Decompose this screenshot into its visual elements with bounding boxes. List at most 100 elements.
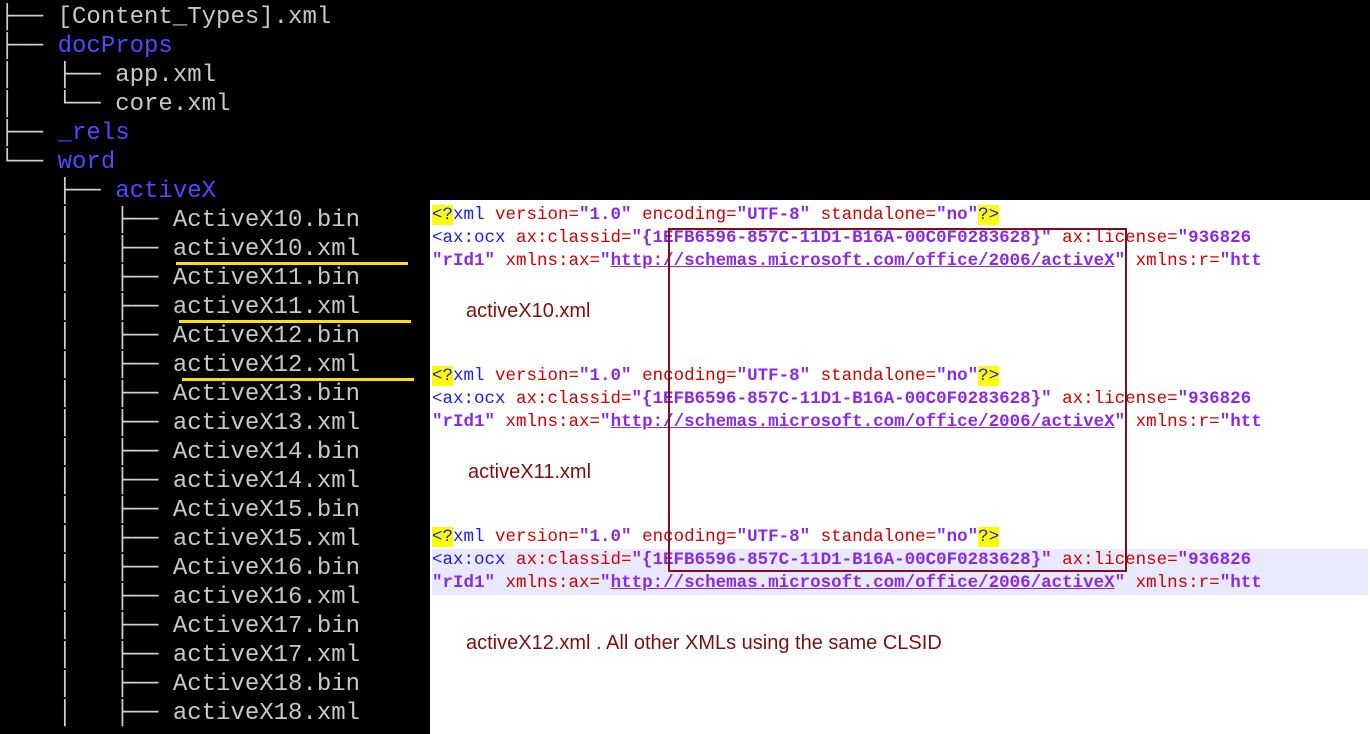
tree-folder-row[interactable]: └── word — [0, 148, 115, 177]
attr-quote: " — [1114, 573, 1126, 593]
attr-value: "936826 — [1177, 550, 1252, 570]
tree-file-row[interactable]: │ ├── ActiveX13.bin — [0, 380, 360, 409]
attr-name: xmlns:ax= — [495, 412, 601, 432]
tree-branch-glyph: │ └── — [0, 91, 116, 118]
attr-name: version= — [484, 205, 580, 225]
tree-file-row[interactable]: │ ├── activeX11.xml — [0, 293, 360, 322]
attr-name: version= — [484, 366, 580, 386]
attr-name: encoding= — [631, 366, 737, 386]
tree-branch-glyph: ├── — [0, 33, 58, 60]
attr-value: "1.0" — [579, 205, 632, 225]
attr-value: "rId1" — [432, 412, 496, 432]
tree-file-row[interactable]: │ ├── activeX13.xml — [0, 409, 360, 438]
tree-folder-row[interactable]: ├── _rels — [0, 119, 130, 148]
file-name: activeX10.xml — [172, 236, 361, 263]
attr-value: "UTF-8" — [736, 205, 811, 225]
tree-branch-glyph: │ ├── — [0, 555, 173, 582]
xml-ocx-line: <ax:ocx ax:classid="{1EFB6596-857C-11D1-… — [432, 388, 1251, 411]
tree-branch-glyph: │ ├── — [0, 439, 173, 466]
tree-branch-glyph: │ ├── — [0, 265, 173, 292]
xml-ocx-line: <ax:ocx ax:classid="{1EFB6596-857C-11D1-… — [432, 227, 1251, 250]
tree-file-row[interactable]: │ ├── ActiveX17.bin — [0, 612, 360, 641]
attr-value: "no" — [936, 366, 979, 386]
caption-activex10: activeX10.xml — [466, 300, 591, 322]
tree-file-row[interactable]: │ ├── activeX14.xml — [0, 467, 360, 496]
caption-activex11: activeX11.xml — [468, 461, 592, 483]
tree-file-row[interactable]: │ ├── activeX12.xml — [0, 351, 360, 380]
tree-file-row[interactable]: │ ├── app.xml — [0, 61, 216, 90]
tree-folder-row[interactable]: ├── activeX — [0, 177, 216, 206]
file-tree-terminal: ├── [Content_Types].xml├── docProps│ ├──… — [0, 0, 430, 734]
attr-value: "1.0" — [579, 527, 632, 547]
tree-branch-glyph: │ ├── — [0, 700, 173, 727]
file-name: activeX14.xml — [172, 468, 361, 495]
tree-branch-glyph: │ ├── — [0, 642, 173, 669]
attr-name: ax:classid= — [505, 550, 632, 570]
attr-quote: " — [1114, 412, 1126, 432]
namespace-link[interactable]: http://schemas.microsoft.com/office/2006… — [610, 251, 1115, 271]
attr-value: "936826 — [1177, 389, 1252, 409]
tree-branch-glyph: │ ├── — [0, 352, 173, 379]
tree-file-row[interactable]: │ ├── activeX10.xml — [0, 235, 360, 264]
tree-file-row[interactable]: │ └── core.xml — [0, 90, 230, 119]
attr-name: standalone= — [810, 366, 937, 386]
file-name: core.xml — [115, 91, 231, 118]
tree-branch-glyph: │ ├── — [0, 236, 173, 263]
tree-file-row[interactable]: │ ├── ActiveX12.bin — [0, 322, 360, 351]
tree-file-row[interactable]: │ ├── activeX16.xml — [0, 583, 360, 612]
tree-branch-glyph: ├── — [0, 120, 58, 147]
pi-open: <? — [432, 366, 454, 386]
folder-name: docProps — [57, 33, 173, 60]
yellow-underline — [179, 320, 411, 323]
tree-branch-glyph: └── — [0, 149, 58, 176]
namespace-link[interactable]: http://schemas.microsoft.com/office/2006… — [610, 412, 1115, 432]
xml-namespace-line: "rId1" xmlns:ax="http://schemas.microsof… — [432, 411, 1262, 434]
tree-file-row[interactable]: │ ├── ActiveX15.bin — [0, 496, 360, 525]
file-name: ActiveX16.bin — [172, 555, 361, 582]
namespace-link[interactable]: http://schemas.microsoft.com/office/2006… — [610, 573, 1115, 593]
tree-branch-glyph: ├── — [0, 178, 116, 205]
tree-branch-glyph: │ ├── — [0, 294, 173, 321]
classid-value: "{1EFB6596-857C-11D1-B16A-00C0F0283628}" — [631, 550, 1052, 570]
tag-name: <ax:ocx — [432, 228, 506, 248]
tree-file-row[interactable]: │ ├── activeX17.xml — [0, 641, 360, 670]
attr-name: ax:license= — [1051, 389, 1178, 409]
tree-file-row[interactable]: │ ├── activeX15.xml — [0, 525, 360, 554]
pi-close: ?> — [978, 205, 1000, 225]
pi-name: xml — [453, 366, 485, 386]
tree-file-row[interactable]: │ ├── activeX18.xml — [0, 699, 360, 728]
attr-name: xmlns:r= — [1125, 412, 1220, 432]
folder-name: _rels — [57, 120, 130, 147]
file-name: ActiveX11.bin — [172, 265, 361, 292]
file-name: ActiveX18.bin — [172, 671, 361, 698]
pi-open: <? — [432, 205, 454, 225]
attr-value: "rId1" — [432, 573, 496, 593]
tree-file-row[interactable]: │ ├── ActiveX14.bin — [0, 438, 360, 467]
file-name: ActiveX10.bin — [172, 207, 361, 234]
pi-open: <? — [432, 527, 454, 547]
xml-declaration-line: <?xml version="1.0" encoding="UTF-8" sta… — [432, 204, 1000, 227]
attr-value: "1.0" — [579, 366, 632, 386]
tree-file-row[interactable]: │ ├── ActiveX18.bin — [0, 670, 360, 699]
classid-value: "{1EFB6596-857C-11D1-B16A-00C0F0283628}" — [631, 228, 1052, 248]
attr-value: "UTF-8" — [736, 527, 811, 547]
attr-quote: " — [600, 412, 611, 432]
xml-namespace-line: "rId1" xmlns:ax="http://schemas.microsof… — [432, 572, 1368, 595]
file-name: activeX16.xml — [172, 584, 361, 611]
file-name: app.xml — [115, 62, 217, 89]
tag-name: <ax:ocx — [432, 389, 506, 409]
attr-name: encoding= — [631, 205, 737, 225]
file-name: activeX18.xml — [172, 700, 361, 727]
pi-close: ?> — [978, 366, 1000, 386]
tree-folder-row[interactable]: ├── docProps — [0, 32, 173, 61]
attr-value: "htt — [1219, 412, 1262, 432]
tree-file-row[interactable]: │ ├── ActiveX10.bin — [0, 206, 360, 235]
attr-value: "htt — [1219, 573, 1262, 593]
tree-file-row[interactable]: │ ├── ActiveX11.bin — [0, 264, 360, 293]
tree-file-row[interactable]: │ ├── ActiveX16.bin — [0, 554, 360, 583]
attr-value: "htt — [1219, 251, 1262, 271]
pi-close: ?> — [978, 527, 1000, 547]
attr-name: standalone= — [810, 527, 937, 547]
tree-branch-glyph: │ ├── — [0, 497, 173, 524]
tree-file-row[interactable]: ├── [Content_Types].xml — [0, 3, 331, 32]
